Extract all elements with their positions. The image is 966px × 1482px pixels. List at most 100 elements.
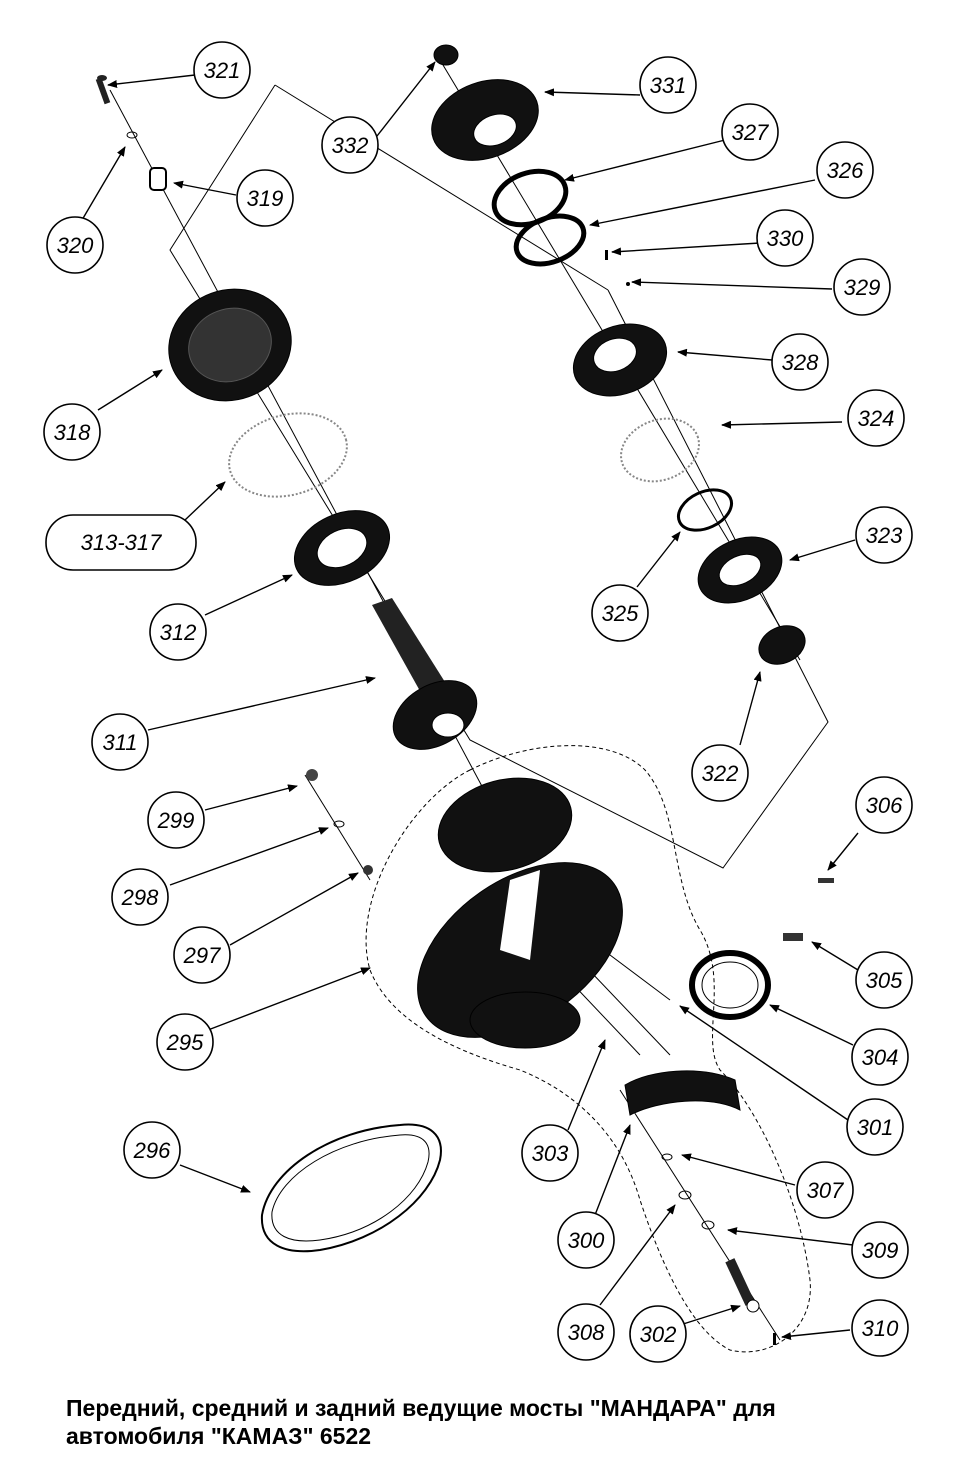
callout-307: 307 [796, 1161, 854, 1219]
part-296-gasket [260, 1123, 442, 1253]
svg-text:326: 326 [827, 158, 864, 183]
svg-text:325: 325 [602, 601, 639, 626]
callout-309: 309 [851, 1221, 909, 1279]
part-329-washer [626, 282, 630, 286]
part-304-ring [689, 950, 771, 1020]
caption-line-1: Передний, средний и задний ведущие мосты… [66, 1395, 776, 1421]
svg-text:311: 311 [102, 730, 137, 755]
part-305-lock [783, 933, 803, 941]
part-319-nut [149, 167, 167, 191]
svg-text:324: 324 [858, 406, 895, 431]
part-307-washer [661, 1153, 673, 1161]
exploded-parts-diagram: 321 320 319 318 313-317 312 311 299 298 … [43, 41, 913, 1363]
svg-text:306: 306 [866, 793, 903, 818]
part-306-pin [818, 878, 834, 883]
svg-text:313-317: 313-317 [81, 530, 163, 555]
callout-297: 297 [173, 926, 231, 984]
svg-text:310: 310 [862, 1316, 899, 1341]
callout-319: 319 [236, 169, 294, 227]
callout-298: 298 [111, 868, 169, 926]
callout-300: 300 [557, 1211, 615, 1269]
callout-310: 310 [851, 1299, 909, 1357]
part-320-washer [126, 131, 138, 139]
part-326-oring [513, 213, 587, 267]
callout-301: 301 [846, 1098, 904, 1156]
diagram-caption: Передний, средний и задний ведущие мосты… [66, 1394, 946, 1450]
callout-304: 304 [851, 1028, 909, 1086]
caption-line-2: автомобиля "КАМАЗ" 6522 [66, 1423, 372, 1449]
part-308-clip [678, 1190, 692, 1200]
svg-text:302: 302 [640, 1322, 677, 1347]
svg-text:307: 307 [807, 1178, 844, 1203]
callout-320: 320 [46, 216, 104, 274]
callout-325: 325 [591, 584, 649, 642]
part-328-seal [572, 323, 668, 397]
part-332-cap [433, 44, 459, 66]
callout-323: 323 [855, 506, 913, 564]
callout-332: 332 [321, 116, 379, 174]
housing-outline [365, 745, 811, 1353]
svg-text:295: 295 [166, 1030, 204, 1055]
callout-330: 330 [756, 209, 814, 267]
svg-text:323: 323 [866, 523, 903, 548]
part-311-pinion-shaft [372, 598, 478, 750]
callout-302: 302 [629, 1305, 687, 1363]
callout-303: 303 [521, 1124, 579, 1182]
callout-322: 322 [691, 744, 749, 802]
svg-text:299: 299 [157, 808, 195, 833]
part-298-washer [333, 820, 345, 828]
svg-text:305: 305 [866, 968, 903, 993]
part-310-pin [773, 1333, 776, 1345]
svg-text:303: 303 [532, 1141, 569, 1166]
svg-text:318: 318 [54, 420, 91, 445]
part-324-shims [620, 417, 700, 483]
part-300-cap [624, 1070, 741, 1116]
callout-296: 296 [123, 1121, 181, 1179]
callout-312: 312 [149, 603, 207, 661]
svg-text:332: 332 [332, 133, 369, 158]
part-299-bolt [306, 769, 318, 781]
svg-text:330: 330 [767, 226, 804, 251]
part-295-differential-housing [417, 777, 623, 1049]
callout-321: 321 [193, 41, 251, 99]
svg-text:304: 304 [862, 1045, 899, 1070]
leader-arrows [81, 61, 859, 1341]
callout-329: 329 [833, 258, 891, 316]
svg-text:328: 328 [782, 350, 819, 375]
callout-313-317: 313-317 [45, 514, 197, 571]
part-322-bearing [758, 625, 806, 665]
svg-text:321: 321 [204, 58, 241, 83]
callout-306: 306 [855, 776, 913, 834]
svg-text:309: 309 [862, 1238, 899, 1263]
svg-text:308: 308 [568, 1320, 605, 1345]
svg-text:300: 300 [568, 1228, 605, 1253]
callout-324: 324 [847, 389, 905, 447]
part-312-bearing [293, 510, 391, 586]
part-318-gear [168, 288, 292, 402]
part-309-clip [701, 1220, 715, 1230]
part-331-flange [431, 79, 539, 161]
callout-318: 318 [43, 403, 101, 461]
callout-311: 311 [91, 713, 149, 771]
svg-text:329: 329 [844, 275, 881, 300]
part-323-bearing [697, 536, 783, 604]
part-297-nut [363, 865, 373, 875]
svg-text:319: 319 [247, 186, 284, 211]
svg-text:296: 296 [133, 1138, 171, 1163]
svg-text:320: 320 [57, 233, 94, 258]
callout-328: 328 [771, 333, 829, 391]
callout-331: 331 [639, 56, 697, 114]
svg-text:322: 322 [702, 761, 739, 786]
part-330-screw [605, 250, 608, 260]
part-302-bolt [725, 1258, 760, 1313]
callout-326: 326 [816, 141, 874, 199]
callout-308: 308 [557, 1303, 615, 1361]
part-325-ring [677, 488, 733, 532]
part-313-317-shims [228, 412, 348, 498]
callout-295: 295 [156, 1013, 214, 1071]
svg-text:301: 301 [857, 1115, 894, 1140]
svg-text:298: 298 [121, 885, 159, 910]
callout-305: 305 [855, 951, 913, 1009]
callout-327: 327 [721, 103, 779, 161]
svg-text:312: 312 [160, 620, 197, 645]
